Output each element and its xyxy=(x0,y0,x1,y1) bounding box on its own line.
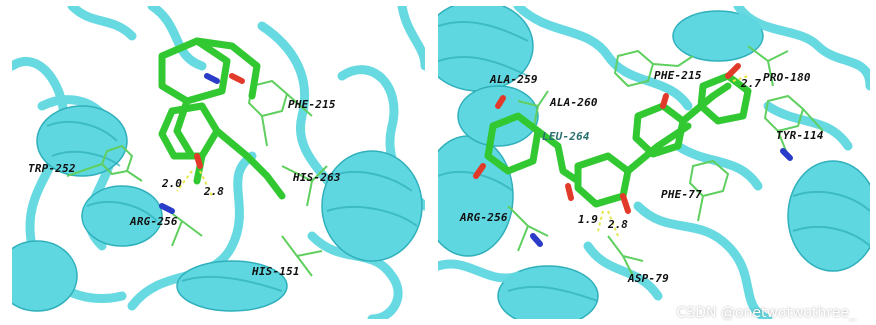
hbond-lines xyxy=(176,170,213,197)
residue-label-tyr114: TYR-114 xyxy=(776,129,824,142)
left-docking-view: PHE-215 TRP-252 HIS-263 ARG-256 HIS-151 … xyxy=(12,6,425,319)
hbond-distance-2: 2.8 xyxy=(204,185,224,198)
hbond-distance-3: 2.8 xyxy=(608,218,628,231)
hbond-distance-1: 2.7 xyxy=(741,77,761,90)
residue-label-arg256: ARG-256 xyxy=(460,211,508,224)
residue-label-trp252: TRP-252 xyxy=(28,162,76,175)
residue-label-pro180: PRO-180 xyxy=(763,71,811,84)
protein-ribbon xyxy=(438,6,870,319)
hbond-distance-1: 2.0 xyxy=(162,177,182,190)
protein-helices xyxy=(12,105,423,312)
right-docking-render xyxy=(438,6,870,319)
protein-helices xyxy=(438,6,870,319)
residue-label-phe215: PHE-215 xyxy=(654,69,702,82)
ligand-molecule xyxy=(158,37,286,200)
residue-label-his263: HIS-263 xyxy=(293,171,341,184)
residue-label-phe77: PHE-77 xyxy=(661,188,702,201)
right-docking-view: ALA-259 PHE-215 PRO-180 ALA-260 LEU-264 … xyxy=(438,6,870,319)
residue-label-phe215: PHE-215 xyxy=(288,98,336,111)
residue-label-his151: HIS-151 xyxy=(252,265,300,278)
residue-label-leu264: LEU-264 xyxy=(542,130,590,143)
residue-label-ala260: ALA-260 xyxy=(550,96,598,109)
residue-label-ala259: ALA-259 xyxy=(490,73,538,86)
residue-label-arg256: ARG-256 xyxy=(130,215,178,228)
left-docking-render xyxy=(12,6,425,319)
residue-label-asp79: ASP-79 xyxy=(628,272,669,285)
hbond-lines xyxy=(597,75,749,237)
residue-sticks xyxy=(66,79,328,277)
watermark-text: CSDN @onetwotwothree_ xyxy=(676,305,856,321)
hbond-distance-2: 1.9 xyxy=(578,213,598,226)
